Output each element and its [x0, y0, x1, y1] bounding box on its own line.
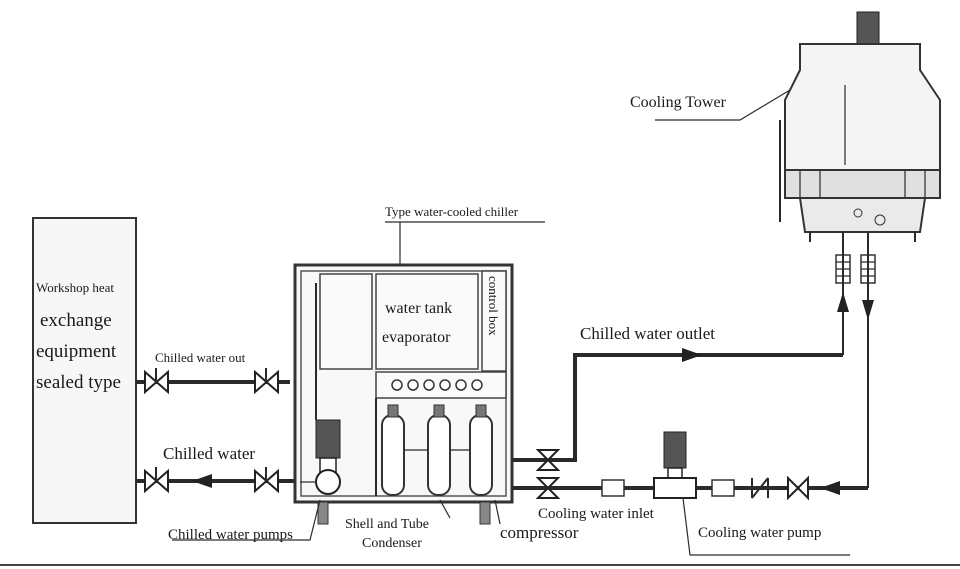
water-tank-evaporator — [375, 273, 479, 370]
chilled-water-outlet-label: Chilled water outlet — [580, 324, 715, 343]
control-box-label: control box — [486, 276, 501, 336]
compressor-1 — [381, 404, 405, 496]
chiller-unit — [293, 263, 514, 525]
tower-flex-joints — [835, 254, 876, 284]
compressor-label: compressor — [500, 523, 579, 542]
flex-joint-2 — [711, 479, 735, 497]
cooling-water-inlet-label: Cooling water inlet — [538, 506, 655, 522]
cooling-water-pump-label: Cooling water pump — [698, 525, 821, 541]
chilled-return-arrow — [192, 474, 212, 488]
tower-down-arrow — [862, 300, 874, 320]
return-arrow — [820, 481, 840, 495]
tower-fan-motor — [856, 11, 880, 45]
cooling-tower-label: Cooling Tower — [630, 94, 727, 111]
cooling-water-pump — [653, 431, 697, 499]
tower-body — [784, 43, 941, 171]
chilled-water-pump — [300, 419, 341, 495]
water-tank-label-line1: water tank — [385, 300, 452, 317]
valve-outlet — [535, 449, 561, 471]
valve-chilled-out-1 — [144, 368, 169, 395]
tower-basin — [798, 197, 927, 233]
chilled-water-out-label: Chilled water out — [155, 350, 246, 365]
workshop-label-line4: sealed type — [36, 372, 121, 393]
valve-chilled-out-2 — [254, 368, 279, 395]
workshop-equipment-box — [32, 217, 137, 524]
valve-cooling-return — [787, 475, 809, 501]
shell-tube-label-line2: Condenser — [362, 536, 422, 551]
workshop-label-line2: exchange — [40, 310, 112, 331]
workshop-label-line3: equipment — [36, 341, 117, 362]
chilled-water-label: Chilled water — [163, 444, 255, 463]
chilled-water-pumps-label: Chilled water pumps — [168, 527, 293, 543]
valve-chilled-in-2 — [254, 467, 279, 494]
valve-chilled-in-1 — [144, 467, 169, 494]
cooling-tower — [779, 11, 941, 242]
chiller-type-label: Type water-cooled chiller — [385, 204, 519, 219]
left-chamber — [319, 273, 373, 370]
control-box — [481, 270, 507, 372]
check-valve — [751, 477, 769, 499]
shell-tube-label-line1: Shell and Tube — [345, 517, 429, 532]
valve-inlet — [535, 477, 561, 499]
tower-fill-section — [784, 169, 941, 199]
compressor-2 — [427, 404, 451, 496]
flex-joint-1 — [601, 479, 625, 497]
workshop-label-line1: Workshop heat — [36, 280, 114, 295]
outlet-arrow — [682, 348, 702, 362]
compressor-3 — [469, 404, 493, 496]
tower-up-arrow — [837, 292, 849, 312]
gauges — [391, 379, 483, 391]
water-tank-label-line2: evaporator — [382, 329, 451, 346]
